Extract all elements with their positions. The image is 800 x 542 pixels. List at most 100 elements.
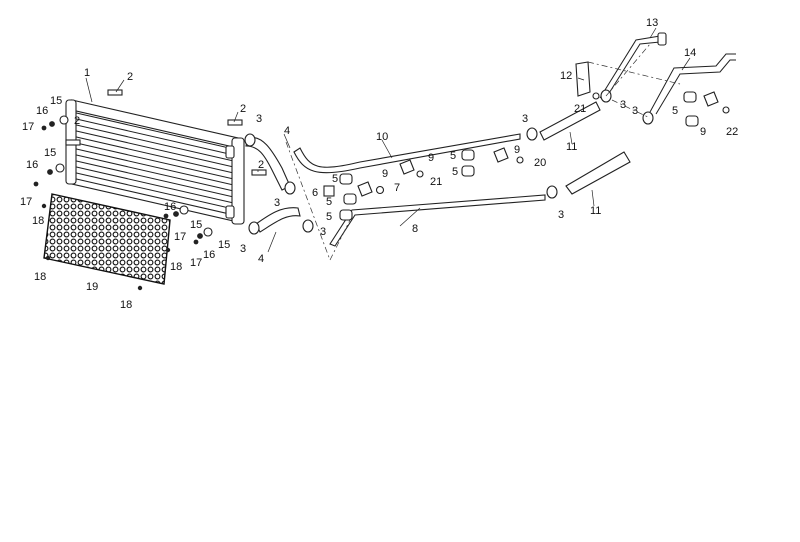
bracket-9-group xyxy=(357,91,719,197)
callout-16: 16 xyxy=(36,105,48,117)
bolt-20 xyxy=(516,156,524,164)
callout-15: 15 xyxy=(44,147,56,159)
clamp xyxy=(244,133,256,147)
callout-21: 21 xyxy=(574,103,586,115)
callout-9: 9 xyxy=(382,168,388,180)
bolt-2 xyxy=(65,139,81,146)
washer-15 xyxy=(179,205,189,215)
hose-upper-left xyxy=(245,136,291,191)
callout-22: 22 xyxy=(726,126,738,138)
cooler-screen xyxy=(43,193,171,285)
callout-15: 15 xyxy=(50,95,62,107)
callout-3: 3 xyxy=(632,105,638,117)
bracket-12 xyxy=(575,61,591,97)
callout-6: 6 xyxy=(312,187,318,199)
callout-15: 15 xyxy=(218,239,230,251)
nut-17 xyxy=(163,213,169,219)
oil-tube-upper xyxy=(293,133,521,174)
callout-8: 8 xyxy=(412,223,418,235)
hardware-group xyxy=(33,89,730,291)
callout-5: 5 xyxy=(332,173,338,185)
grommet xyxy=(339,173,353,185)
callout-3: 3 xyxy=(522,113,528,125)
callout-4: 4 xyxy=(284,125,290,137)
bracket-9 xyxy=(493,147,509,163)
bolt-22 xyxy=(722,106,730,114)
clamp xyxy=(546,185,558,199)
callout-1: 1 xyxy=(84,67,90,79)
nut-16 xyxy=(49,121,55,127)
callout-3: 3 xyxy=(256,113,262,125)
grommet xyxy=(683,91,697,103)
callout-2: 2 xyxy=(240,103,246,115)
grommet xyxy=(461,165,475,177)
callout-5: 5 xyxy=(452,166,458,178)
washer-15 xyxy=(55,163,65,173)
grommet xyxy=(461,149,475,161)
hose-11-upper xyxy=(539,101,601,141)
nut-17 xyxy=(33,181,39,187)
hose-lower-left xyxy=(255,207,301,233)
washer-7 xyxy=(375,185,385,195)
callout-4: 4 xyxy=(258,253,264,265)
hose-11-lower xyxy=(565,151,631,195)
nut-16 xyxy=(47,169,53,175)
rivet-18 xyxy=(137,285,143,291)
callout-3: 3 xyxy=(558,209,564,221)
grommet xyxy=(339,209,353,221)
callout-5: 5 xyxy=(326,196,332,208)
clamp xyxy=(284,181,296,195)
callout-3: 3 xyxy=(620,99,626,111)
clamp xyxy=(526,127,538,141)
nut-16 xyxy=(197,233,203,239)
callout-15: 15 xyxy=(190,219,202,231)
callout-18: 18 xyxy=(170,261,182,273)
grommet-group xyxy=(339,91,699,221)
oil-tube-lower xyxy=(329,194,546,247)
plate-6 xyxy=(323,185,335,197)
callout-12: 12 xyxy=(560,70,572,82)
rivet-18 xyxy=(45,255,51,261)
callout-20: 20 xyxy=(534,157,546,169)
callout-3: 3 xyxy=(320,226,326,238)
clamp xyxy=(642,111,654,125)
callout-5: 5 xyxy=(672,105,678,117)
callout-17: 17 xyxy=(22,121,34,133)
washer-15 xyxy=(59,115,69,125)
callout-2: 2 xyxy=(258,159,264,171)
clamp xyxy=(248,221,260,235)
bolt-21 xyxy=(592,92,600,100)
pipe-13 xyxy=(599,35,661,99)
callout-9: 9 xyxy=(514,144,520,156)
nut-16 xyxy=(173,211,179,217)
pipe-13-fitting xyxy=(657,32,667,46)
bolt-2 xyxy=(251,169,267,176)
callout-16: 16 xyxy=(203,249,215,261)
callout-3: 3 xyxy=(274,197,280,209)
callout-2: 2 xyxy=(127,71,133,83)
callout-11: 11 xyxy=(566,141,577,153)
leader-lines xyxy=(85,27,691,253)
callout-18: 18 xyxy=(32,215,44,227)
bolt-21 xyxy=(416,170,424,178)
callout-18: 18 xyxy=(120,299,132,311)
callout-16: 16 xyxy=(164,201,176,213)
callout-17: 17 xyxy=(190,257,202,269)
callout-3: 3 xyxy=(240,243,246,255)
rivet-18 xyxy=(165,247,171,253)
callout-5: 5 xyxy=(326,211,332,223)
nut-17 xyxy=(193,239,199,245)
bracket-9 xyxy=(399,159,415,175)
oil-cooler xyxy=(65,99,245,225)
pipe-14 xyxy=(649,53,736,115)
callout-16: 16 xyxy=(26,159,38,171)
washer-15 xyxy=(203,227,213,237)
bolt-2 xyxy=(107,89,123,96)
callout-11: 11 xyxy=(590,205,601,217)
callout-19: 19 xyxy=(86,281,98,293)
callout-18: 18 xyxy=(34,271,46,283)
callout-7: 7 xyxy=(394,182,400,194)
callout-14: 14 xyxy=(684,47,696,59)
callout-9: 9 xyxy=(700,126,706,138)
callout-13: 13 xyxy=(646,17,658,29)
